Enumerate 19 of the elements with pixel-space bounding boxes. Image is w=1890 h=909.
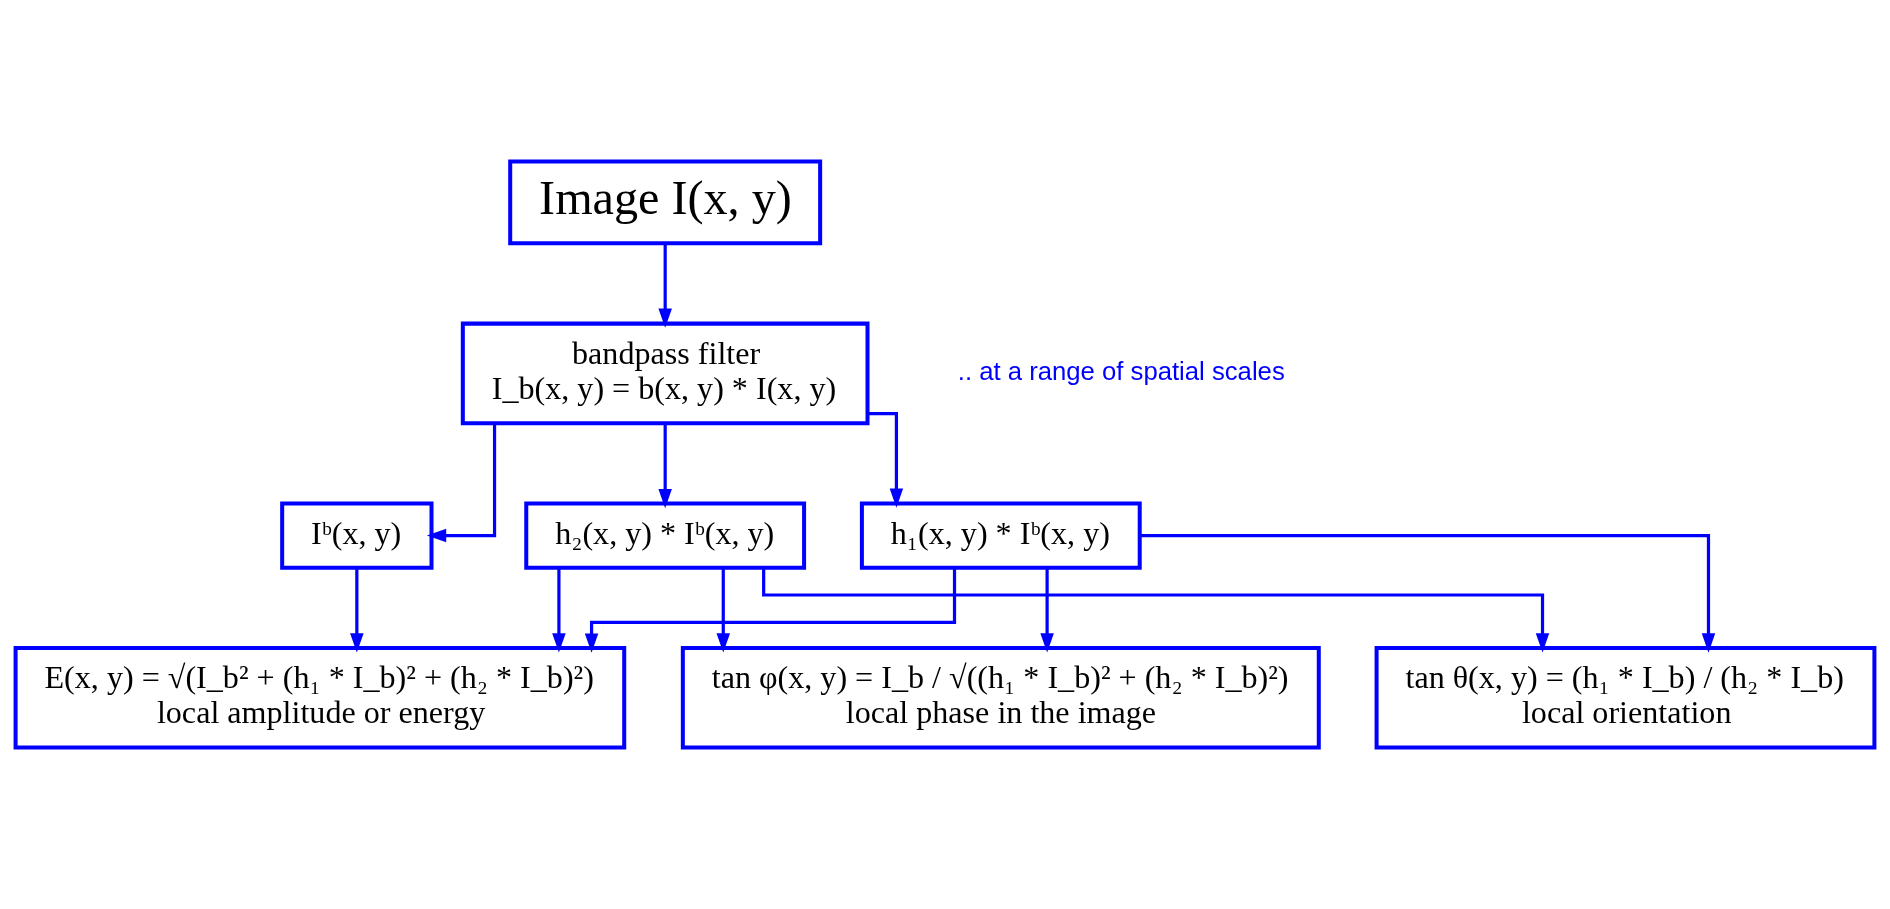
arrow xyxy=(716,568,730,653)
label: .. at a range of spatial scales xyxy=(957,356,1285,385)
node-box: Iᵇ(x, y) xyxy=(280,501,434,570)
arrow xyxy=(350,568,364,653)
arrow xyxy=(658,243,672,328)
node-box: Image I(x, y) xyxy=(508,159,823,246)
arrow xyxy=(584,567,957,653)
arrow xyxy=(1040,568,1054,653)
node-box: h₁(x, y) * Iᵇ(x, y) xyxy=(859,501,1142,570)
arrow xyxy=(552,568,566,653)
arrow xyxy=(762,568,1550,653)
node-box: tan φ(x, y) = I_b / √((h₁ * I_b)² + (h₂ * I_b)²) local phase in the image xyxy=(680,646,1321,750)
arrow xyxy=(1139,534,1716,653)
node-box: E(x, y) = √(I_b² + (h₁ * I_b)² + (h₂ * I_b)²) local amplitude or energy xyxy=(13,646,627,750)
node-box: tan θ(x, y) = (h₁ * I_b) / (h₂ * I_b) local orientation xyxy=(1374,646,1877,750)
arrow xyxy=(426,423,497,543)
arrow xyxy=(658,423,672,509)
node-box: bandpass filter I_b(x, y) = b(x, y) * I(x, y) xyxy=(460,321,870,426)
node-box: h₂(x, y) * Iᵇ(x, y) xyxy=(524,501,807,570)
